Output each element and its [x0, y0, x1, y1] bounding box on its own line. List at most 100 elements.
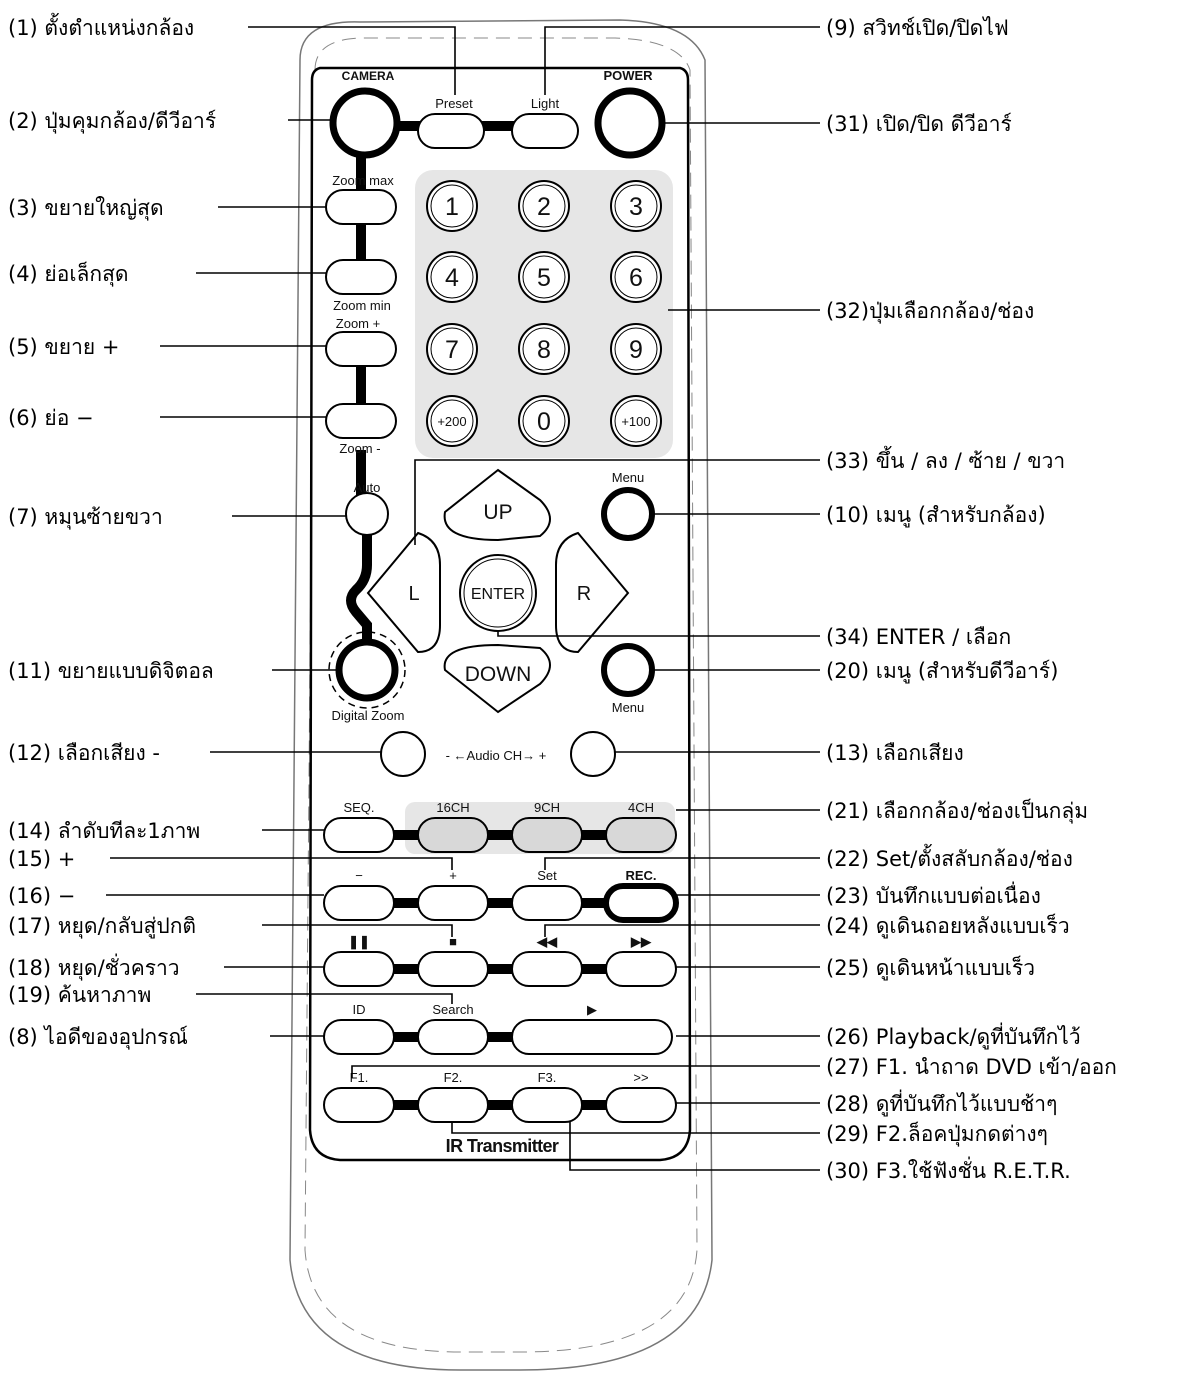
zoom-plus-label: Zoom +: [336, 316, 380, 331]
numpad-key-label: 0: [537, 408, 551, 436]
numpad-key-3[interactable]: [426, 251, 478, 303]
ch9-button[interactable]: [511, 817, 583, 853]
numpad-key-4[interactable]: [518, 251, 570, 303]
numpad-key-11[interactable]: [610, 395, 662, 447]
preset-button[interactable]: [417, 113, 485, 149]
callout-c3: (3) ขยายใหญ่สุด: [8, 196, 164, 221]
callout-c27: (27) F1. นำถาด DVD เข้า/ออก: [826, 1055, 1117, 1079]
search-button[interactable]: [417, 1019, 489, 1055]
callout-c31: (31) เปิด/ปิด ดีวีอาร์: [826, 112, 1012, 136]
slow-button[interactable]: [605, 1087, 677, 1123]
digital-zoom-ring: [328, 631, 406, 709]
ffw-label: ▶▶: [630, 934, 652, 949]
minus-button[interactable]: [323, 885, 395, 921]
zoom-max-button[interactable]: [325, 189, 397, 225]
pause-button[interactable]: [323, 951, 395, 987]
callout-c33: (33) ขึ้น / ลง / ซ้าย / ขวา: [826, 446, 1065, 473]
auto-rotate-button[interactable]: [345, 492, 389, 536]
zoom-min-label: Zoom min: [333, 298, 391, 313]
id-button[interactable]: [323, 1019, 395, 1055]
leader-line-c34: [497, 631, 820, 637]
f2-button[interactable]: [417, 1087, 489, 1123]
callout-c32: (32)ปุ่มเลือกกล้อง/ช่อง: [826, 299, 1034, 324]
numpad-key-7[interactable]: [518, 323, 570, 375]
numpad-key-ring: [522, 255, 566, 299]
arrow-down-label: DOWN: [465, 663, 532, 686]
callout-c17: (17) หยุด/กลับสู่ปกติ: [8, 914, 196, 939]
numpad-key-10[interactable]: [518, 395, 570, 447]
stop-label: ■: [449, 934, 457, 949]
zoom-plus-button[interactable]: [325, 331, 397, 367]
stop-button[interactable]: [417, 951, 489, 987]
callout-c23: (23) บันทึกแบบต่อเนื่อง: [826, 881, 1041, 908]
ch16-label: 16CH: [436, 800, 469, 815]
callout-c2: (2) ปุ่มคุมกล้อง/ดีวีอาร์: [8, 109, 216, 134]
numpad-key-5[interactable]: [610, 251, 662, 303]
callout-lines: [106, 26, 820, 1171]
remote-outer-shell: [289, 19, 713, 1371]
ch4-button[interactable]: [605, 817, 677, 853]
digital-zoom-label: Digital Zoom: [332, 708, 405, 723]
zoom-min-button[interactable]: [325, 259, 397, 295]
auto-label: Auto: [354, 480, 381, 495]
callout-c28: (28) ดูที่บันทึกไว้แบบช้าๆ: [826, 1089, 1057, 1117]
seq-button[interactable]: [323, 817, 395, 853]
numpad-key-ring: [614, 184, 658, 228]
numpad-key-8[interactable]: [610, 323, 662, 375]
light-button[interactable]: [511, 113, 579, 149]
numpad-key-ring: [430, 327, 474, 371]
audio-plus-button[interactable]: [570, 731, 616, 777]
numpad-key-label: 1: [445, 193, 459, 221]
leader-line-c22: [544, 857, 820, 870]
callout-c5: (5) ขยาย +: [8, 335, 119, 359]
numpad-key-ring: [430, 255, 474, 299]
leader-line-c15: [110, 857, 453, 870]
audio-minus-button[interactable]: [380, 731, 426, 777]
numpad-key-1[interactable]: [518, 180, 570, 232]
plus-button[interactable]: [417, 885, 489, 921]
ch16-button[interactable]: [417, 817, 489, 853]
numpad-key-label: +100: [621, 414, 650, 429]
zoom-minus-button[interactable]: [325, 403, 397, 439]
numpad-key-label: 8: [537, 336, 551, 364]
numpad-key-6[interactable]: [426, 323, 478, 375]
set-button[interactable]: [511, 885, 583, 921]
numpad-panel: [415, 170, 673, 458]
numpad-key-0[interactable]: [426, 180, 478, 232]
menu-camera-button[interactable]: [601, 487, 655, 541]
ffw-button[interactable]: [605, 951, 677, 987]
play-button[interactable]: [511, 1019, 673, 1055]
callout-c14: (14) ลำดับทีละ1ภาพ: [8, 819, 200, 843]
camera-button[interactable]: [329, 87, 401, 159]
arrow-left-button[interactable]: [366, 531, 441, 654]
numpad-key-ring: [522, 399, 566, 443]
rec-button[interactable]: [603, 883, 679, 923]
remote-inner-shell: [304, 37, 698, 1353]
leader-line-c24: [544, 924, 820, 937]
menu-camera-label: Menu: [612, 470, 645, 485]
brand-label: IR Transmitter: [446, 1136, 559, 1156]
connector-bars: [356, 121, 606, 1110]
callout-c24: (24) ดูเดินถอยหลังแบบเร็ว: [826, 912, 1070, 939]
leader-line-c29: [451, 1122, 820, 1134]
numpad-key-label: 4: [445, 264, 459, 292]
digital-zoom-button[interactable]: [335, 638, 399, 702]
rew-button[interactable]: [511, 951, 583, 987]
numpad-key-2[interactable]: [610, 180, 662, 232]
f3-button[interactable]: [511, 1087, 583, 1123]
leader-line-c27: [351, 1065, 820, 1078]
numpad-key-ring: [430, 399, 474, 443]
menu-dvr-button[interactable]: [601, 643, 655, 697]
arrow-left-label: L: [408, 583, 419, 605]
zoom-max-label: Zoom max: [332, 173, 394, 188]
arrow-up-button[interactable]: [443, 468, 551, 542]
numpad-key-9[interactable]: [426, 395, 478, 447]
f1-button[interactable]: [323, 1087, 395, 1123]
numpad-key-ring: [430, 184, 474, 228]
power-button[interactable]: [594, 87, 666, 159]
callout-c7: (7) หมุนซ้ายขวา: [8, 505, 163, 530]
arrow-down-button[interactable]: [443, 643, 551, 714]
light-label: Light: [531, 96, 560, 111]
arrow-right-button[interactable]: [555, 531, 630, 654]
